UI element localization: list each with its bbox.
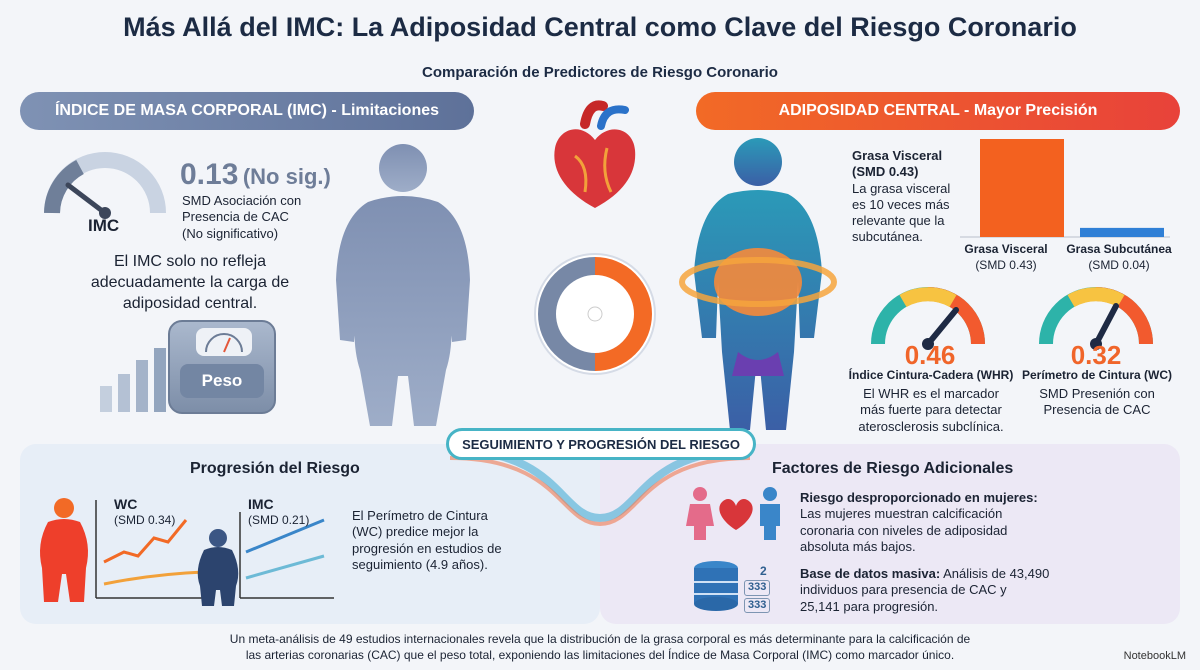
- progression-title: Progresión del Riesgo: [190, 460, 360, 477]
- footer-line: Un meta-análisis de 49 estudios internac…: [229, 632, 971, 646]
- wc-value: 0.32: [1070, 340, 1122, 370]
- bar-label-visceral: Grasa Visceral: [964, 242, 1048, 256]
- visceral-fat-bar: [980, 139, 1064, 237]
- heart-icon: [554, 100, 636, 208]
- progression-desc-line: seguimiento (4.9 años).: [352, 556, 488, 572]
- bmi-value-note: (No sig.): [242, 164, 331, 189]
- bmi-gauge-icon: [44, 152, 166, 219]
- fat-bars: [960, 139, 1170, 238]
- page-subtitle: Comparación de Predictores de Riesgo Cor…: [422, 64, 778, 81]
- bmi-statement-line: adecuadamente la carga de: [90, 273, 290, 291]
- db-title: Base de datos masiva:: [800, 566, 941, 581]
- bmi-value: 0.13: [180, 158, 239, 191]
- bmi-desc-line: SMD Asociación con: [182, 193, 302, 208]
- visceral-desc-line: es 10 veces más: [852, 196, 950, 212]
- bmi-section-header: ÍNDICE DE MASA CORPORAL (IMC) - Limitaci…: [20, 92, 474, 130]
- visceral-desc-line: La grasa visceral: [852, 180, 951, 196]
- bmi-desc-line: Presencia de CAC: [182, 209, 289, 225]
- whr-gauge-icon: [871, 287, 985, 350]
- bmi-desc-line: (No significativo): [182, 225, 279, 241]
- bar-smd-subcutaneous: (SMD 0.04): [1088, 257, 1150, 272]
- women-risk-title: Riesgo desproporcionado en mujeres:: [800, 490, 1038, 505]
- bmi-statement-line: adiposidad central.: [122, 294, 258, 312]
- db-desc-line: 25,141 para progresión.: [800, 598, 939, 614]
- visceral-title: Grasa Visceral: [852, 148, 943, 163]
- brand-logo: NotebookLM: [1123, 650, 1186, 662]
- subcutaneous-fat-bar: [1080, 227, 1164, 237]
- women-risk-line: Las mujeres muestran calcificación: [800, 506, 1003, 522]
- scale-dial-icon: [196, 328, 252, 356]
- bmi-gauge-label: IMC: [88, 216, 120, 235]
- scale-icon: Peso: [168, 320, 276, 414]
- progression-chart: [40, 498, 334, 606]
- women-risk-line: coronaria con niveles de adiposidad: [800, 522, 1008, 538]
- imc-body-icon: [197, 529, 239, 606]
- progression-desc-line: (WC) predice mejor la: [352, 524, 479, 540]
- wc-label: Perímetro de Cintura (WC): [1021, 368, 1172, 382]
- bar-label-subcutaneous: Grasa Subcutánea: [1066, 242, 1172, 256]
- visceral-desc-line: relevante que la: [852, 213, 945, 228]
- imc-chart-smd: (SMD 0.21): [248, 512, 310, 527]
- wc-gauge-icon: [1039, 287, 1153, 350]
- comparison-dial-icon: [534, 253, 656, 375]
- db-exponent: 2: [760, 564, 767, 578]
- wc-body-icon: [40, 498, 88, 602]
- db-digit-box: 333: [744, 597, 771, 613]
- wc-desc-line: SMD Presenión con: [1039, 386, 1155, 401]
- wc-desc-line: Presencia de CAC: [1043, 402, 1151, 418]
- central-adiposity-header: ADIPOSIDAD CENTRAL - Mayor Precisión: [696, 92, 1180, 130]
- central-adiposity-body: [679, 138, 837, 430]
- db-desc-line: individuos para presencia de CAC y: [800, 582, 1007, 598]
- footer-line: las arterias coronarias (CAC) que el pes…: [245, 647, 955, 662]
- whr-desc-line: El WHR es el marcador: [863, 386, 999, 401]
- wc-chart-smd: (SMD 0.34): [114, 512, 176, 527]
- bar-smd-visceral: (SMD 0.43): [975, 257, 1037, 272]
- visceral-desc-line: subcutánea.: [852, 229, 923, 245]
- db-digit-box: 333: [744, 580, 771, 596]
- page-title: Más Allá del IMC: La Adiposidad Central …: [123, 12, 1077, 42]
- women-risk-line: absoluta más bajos.: [800, 538, 916, 554]
- db-desc-first: Análisis de 43,490: [943, 566, 1050, 581]
- whr-label: Índice Cintura-Cadera (WHR): [848, 368, 1014, 382]
- bar-chart-icon: [100, 348, 166, 412]
- database-icon: [694, 561, 738, 611]
- factors-title: Factores de Riesgo Adicionales: [772, 460, 1014, 477]
- whr-desc-line: más fuerte para detectar: [860, 402, 1002, 418]
- scale-label: Peso: [180, 364, 264, 398]
- bmi-statement-line: El IMC solo no refleja: [113, 253, 267, 270]
- bmi-body-silhouette: [336, 144, 470, 426]
- whr-desc-line: aterosclerosis subclínica.: [858, 418, 1004, 434]
- whr-value: 0.46: [904, 340, 956, 370]
- progression-desc-line: El Perímetro de Cintura: [352, 508, 488, 523]
- visceral-smd: (SMD 0.43): [852, 164, 919, 180]
- women-heart-icon: [686, 487, 780, 540]
- progression-banner: SEGUIMIENTO Y PROGRESIÓN DEL RIESGO: [446, 428, 756, 460]
- connector-ribbon: [449, 446, 751, 527]
- wc-chart-label: WC: [114, 496, 138, 512]
- progression-panel: [20, 444, 600, 624]
- progression-desc-line: progresión en estudios de: [352, 540, 502, 556]
- imc-chart-label: IMC: [248, 496, 274, 512]
